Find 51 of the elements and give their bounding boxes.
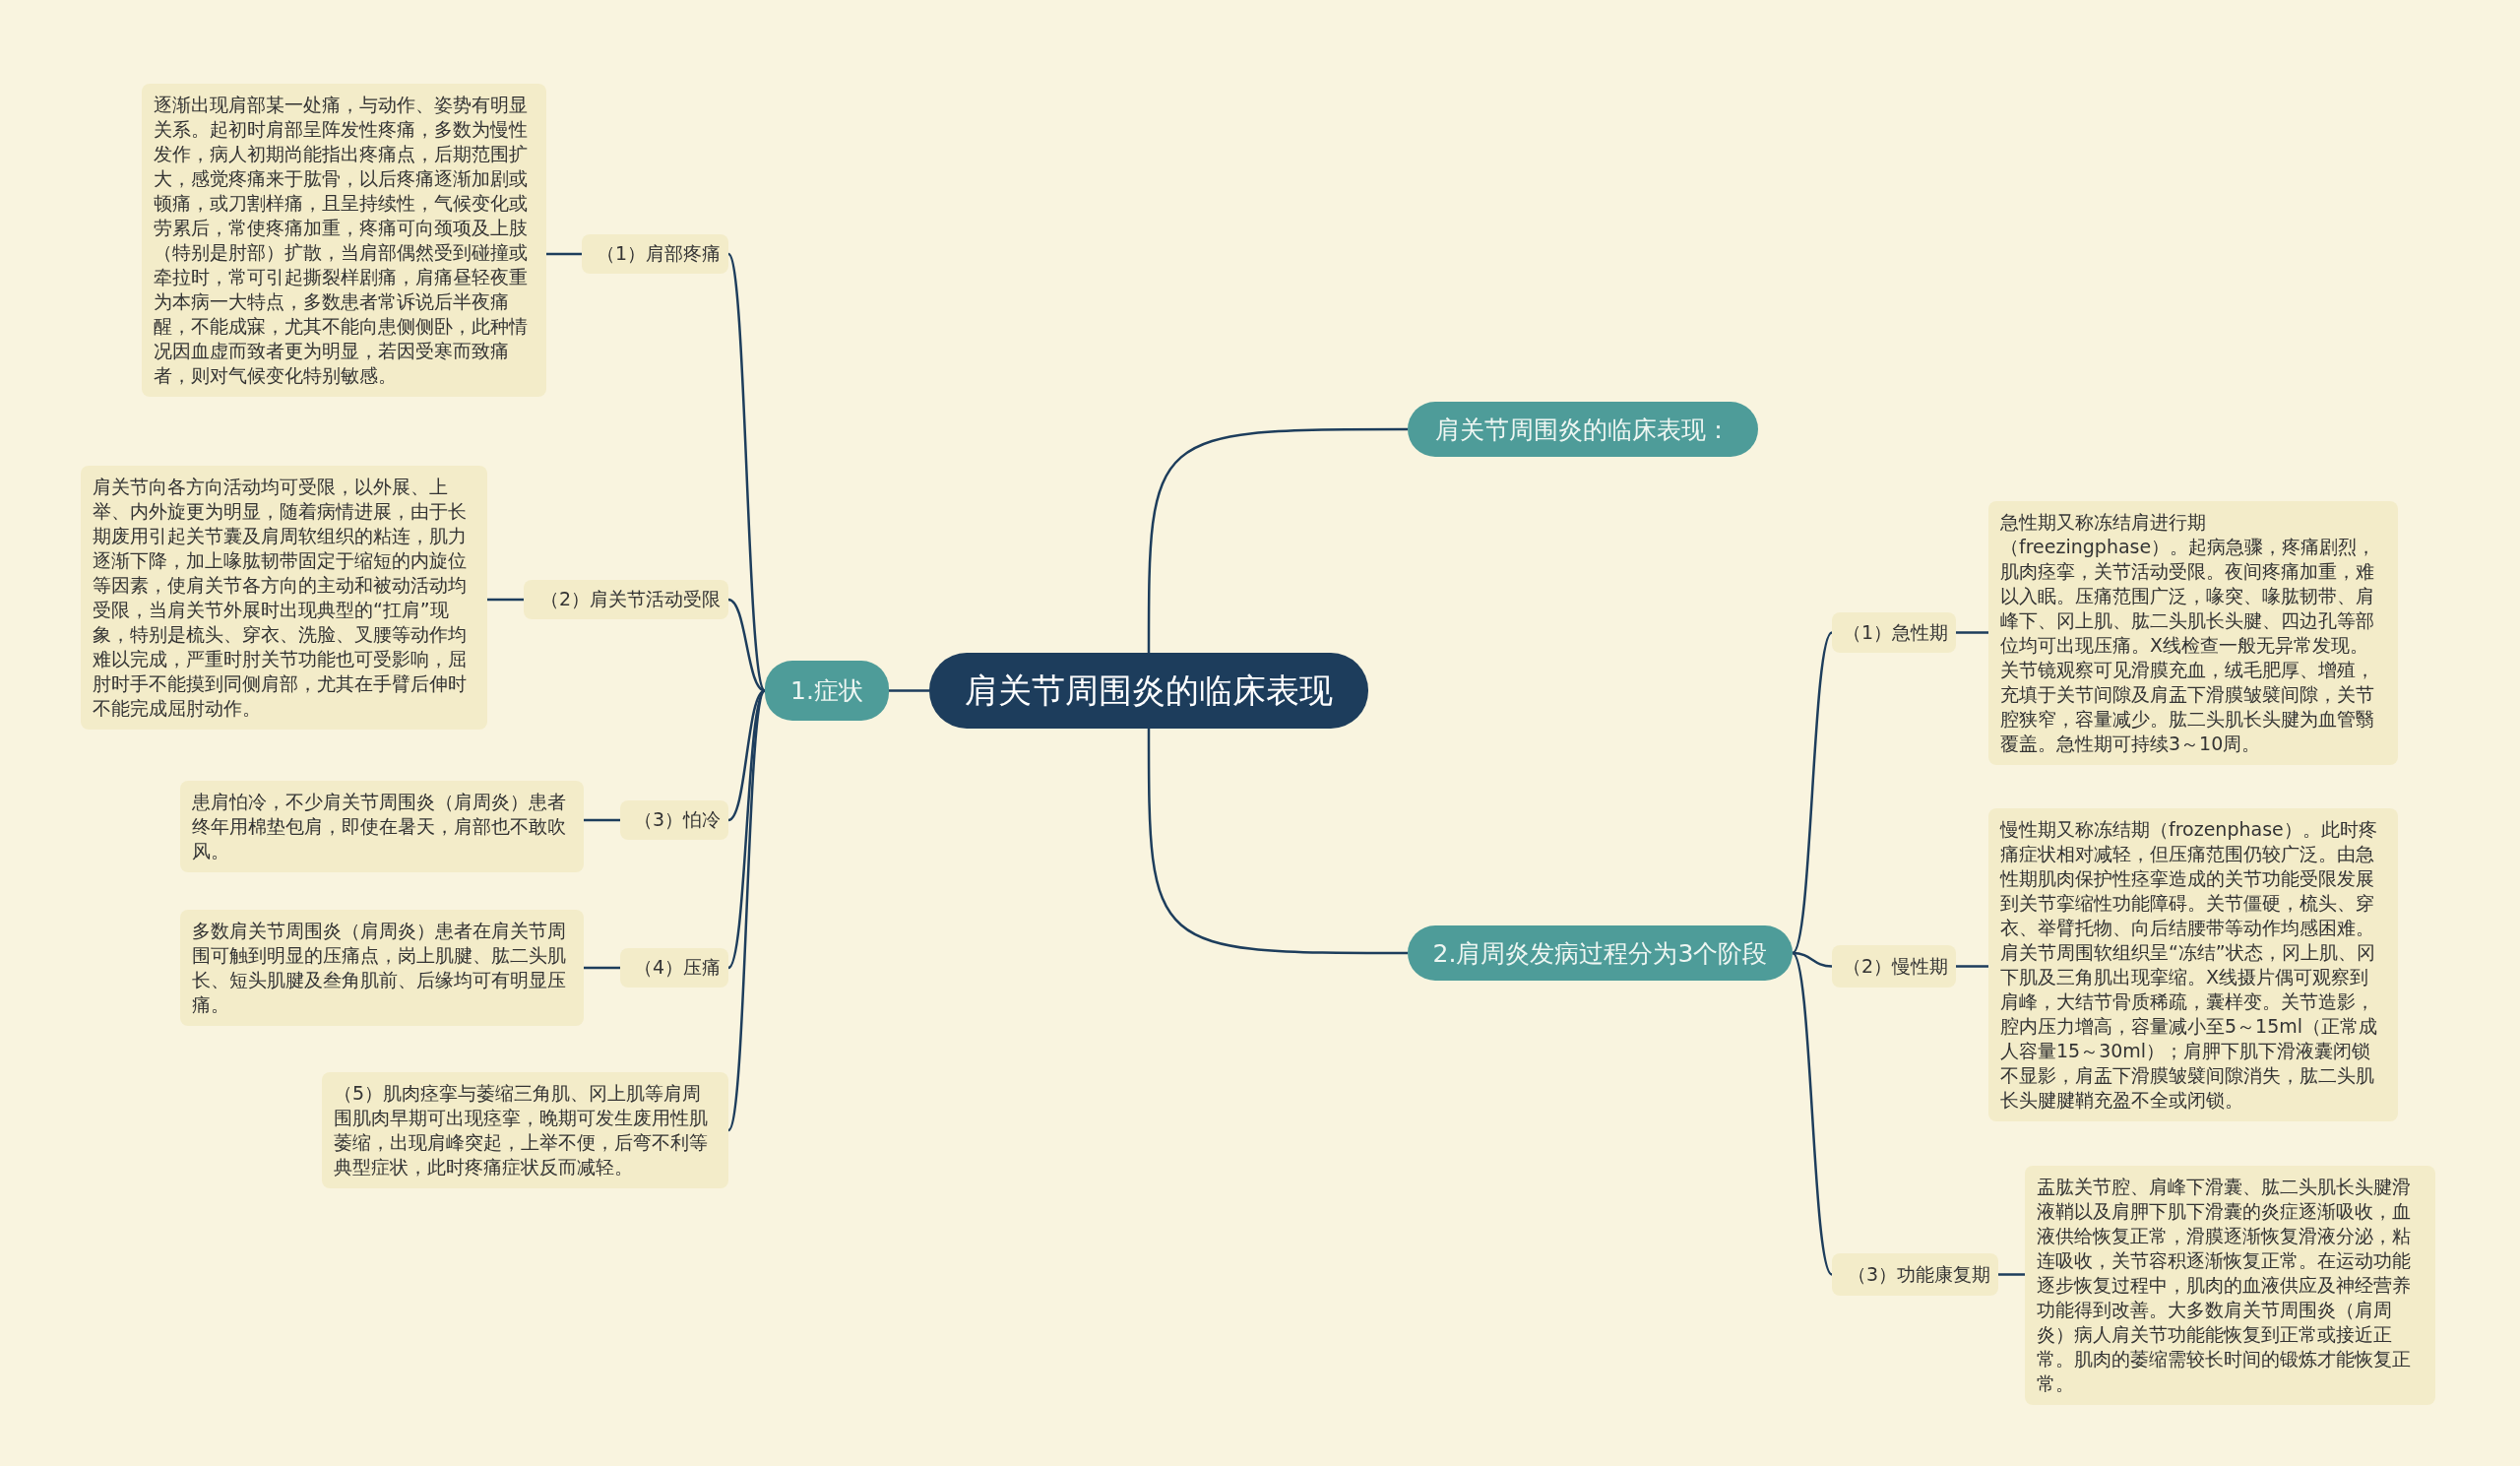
note-card	[2025, 1166, 2435, 1405]
topic-text: 多数肩关节周围炎（肩周炎）患者在肩关节周围可触到明显的压痛点，岗上肌腱、肱二头肌长、短头肌腱及叁角肌前、后缘均可有明显压痛。	[192, 920, 566, 1015]
topic-text: （1）肩部疼痛	[596, 241, 721, 266]
topic-pill	[1408, 402, 1758, 457]
subtopic-label	[524, 580, 728, 619]
topic-text: （2）肩关节活动受限	[539, 587, 721, 611]
subtopic-label	[1832, 1253, 1998, 1296]
note-card	[81, 466, 487, 730]
subtopic-label	[582, 234, 728, 274]
topic-text: （3）怕冷	[633, 807, 721, 832]
connector-line	[1998, 1273, 2025, 1276]
topic-text: 慢性期又称冻结期（frozenphase）。此时疼痛症状相对减轻，但压痛范围仍较广泛。由急性期肌肉保护性痉挛造成的关节功能受限发展到关节挛缩性功能障碍。关节僵硬，梳头、穿衣、举臂托物、向后结腰带等动作均感困难。肩关节周围软组织呈“冻结”状态，冈上肌、冈下肌及三角肌出现挛缩。X线摄片偶可观察到肩峰，大结节骨质稀疏，囊样变。关节造影，腔内压力增高，容量减小至5～15ml（正常成人容量15～30ml）；肩胛下肌下滑液囊闭锁不显影，肩盂下滑膜皱襞间隙消失，肱二头肌长头腱腱鞘充盈不全或闭锁。	[2000, 818, 2378, 1111]
connector-line	[1792, 631, 1833, 954]
note-card	[180, 781, 584, 872]
topic-text: 逐渐出现肩部某一处痛，与动作、姿势有明显关系。起初时肩部呈阵发性疼痛，多数为慢性发作，病人初期尚能指出疼痛点，后期范围扩大，感觉疼痛来于肱骨，以后疼痛逐渐加剧或顿痛，或刀割样痛，且呈持续性，气候变化或劳累后，常使疼痛加重，疼痛可向颈项及上肢（特别是肘部）扩散，当肩部偶然受到碰撞或牵拉时，常可引起撕裂样剧痛，肩痛昼轻夜重为本病一大特点，多数患者常诉说后半夜痛醒，不能成寐，尤其不能向患侧侧卧，此种情况因血虚而致者更为明显，若因受寒而致痛者，则对气候变化特别敏感。	[154, 94, 528, 386]
topic-text: 肩关节周围炎的临床表现：	[1435, 414, 1731, 446]
topic-text: 急性期又称冻结肩进行期（freezingphase）。起病急骤，疼痛剧烈，肌肉痉挛，关节活动受限。夜间疼痛加重，难以入眠。压痛范围广泛，喙突、喙肱韧带、肩峰下、冈上肌、肱二头肌长头腱、四边孔等部位均可出现压痛。X线检查一般无异常发现。关节镜观察可见滑膜充血，绒毛肥厚、增殖，充填于关节间隙及肩盂下滑膜皱襞间隙，关节腔狭窄，容量减少。肱二头肌长头腱为血管翳覆盖。急性期可持续3～10周。	[2000, 511, 2376, 754]
topic-text: 盂肱关节腔、肩峰下滑囊、肱二头肌长头腱滑液鞘以及肩胛下肌下滑囊的炎症逐渐吸收，血液供给恢复正常，滑膜逐渐恢复滑液分泌，粘连吸收，关节容积逐渐恢复正常。在运动功能逐步恢复过程中，肌肉的血液供应及神经营养功能得到改善。大多数肩关节周围炎（肩周炎）病人肩关节功能能恢复到正常或接近正常。肌肉的萎缩需较长时间的锻炼才能恢复正常。	[2037, 1176, 2411, 1394]
connector-line	[726, 253, 767, 692]
connector-line	[487, 598, 524, 602]
topic-text: （4）压痛	[633, 955, 721, 980]
topic-text: （3）功能康复期	[1847, 1261, 1990, 1287]
connector-line	[1792, 951, 1833, 968]
topic-text: 肩关节向各方向活动均可受限，以外展、上举、内外旋更为明显，随着病情进展，由于长期废用引起关节囊及肩周软组织的粘连，肌力逐渐下降，加上喙肱韧带固定于缩短的内旋位等因素，使肩关节各方向的主动和被动活动均受限，当肩关节外展时出现典型的“扛肩”现象，特别是梳头、穿衣、洗脸、叉腰等动作均难以完成，严重时肘关节功能也可受影响，屈肘时手不能摸到同侧肩部，尤其在手臂后伸时不能完成屈肘动作。	[93, 476, 467, 719]
connector-line	[1956, 631, 1988, 634]
connector-line	[1956, 965, 1988, 968]
topic-pill	[1408, 925, 1793, 981]
note-card	[322, 1072, 728, 1188]
note-card	[1988, 501, 2398, 765]
connector-line	[1792, 952, 1833, 1276]
subtopic-label	[620, 800, 728, 840]
subtopic-label	[620, 948, 728, 988]
subtopic-label	[1832, 612, 1956, 653]
topic-text: （5）肌肉痉挛与萎缩三角肌、冈上肌等肩周围肌肉早期可出现痉挛，晚期可发生废用性肌萎缩，出现肩峰突起，上举不便，后弯不利等典型症状，此时疼痛症状反而减轻。	[334, 1082, 708, 1178]
topic-text: 1.症状	[790, 675, 863, 707]
subtopic-label	[1832, 945, 1956, 988]
topic-text: 肩关节周围炎的临床表现	[965, 669, 1333, 712]
topic-text: 患肩怕冷，不少肩关节周围炎（肩周炎）患者终年用棉垫包肩，即使在暑天，肩部也不敢吹风。	[192, 791, 566, 861]
connector-line	[727, 598, 766, 692]
topic-text: （1）急性期	[1842, 619, 1948, 645]
note-card	[180, 910, 584, 1026]
connector-line	[584, 966, 620, 970]
connector-line	[1147, 729, 1408, 955]
topic-pill	[765, 661, 889, 721]
topic-text: 2.肩周炎发病过程分为3个阶段	[1432, 937, 1768, 970]
connector-line	[726, 689, 767, 1131]
connector-line	[889, 689, 929, 692]
topic-text: （2）慢性期	[1842, 953, 1948, 979]
connector-line	[1147, 427, 1408, 653]
connector-line	[584, 818, 620, 822]
connector-line	[546, 252, 582, 256]
